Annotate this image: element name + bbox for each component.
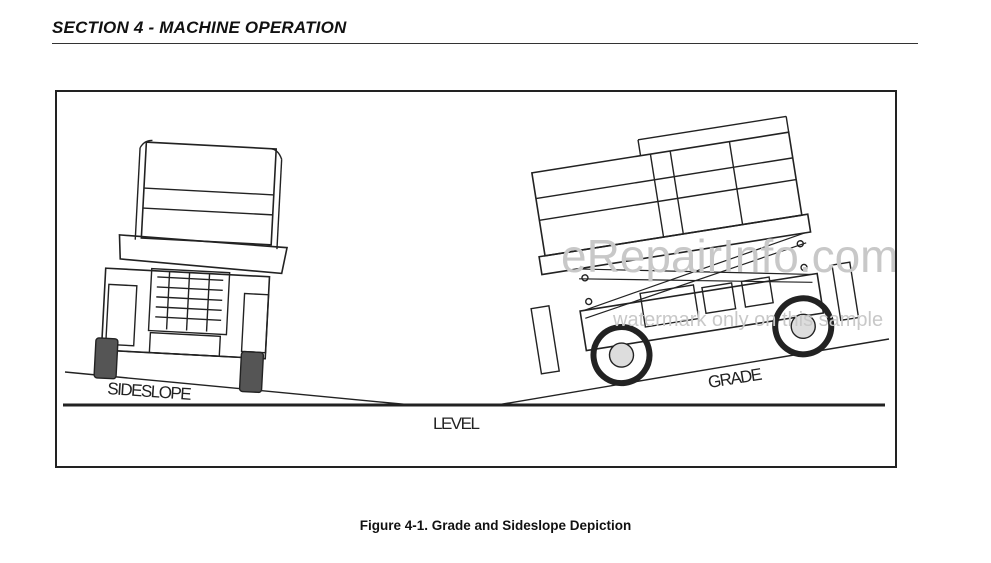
watermark-note: watermark only on this sample (612, 309, 883, 331)
watermark-logo: eRepairInfo.com (561, 230, 895, 282)
grade-machine (530, 115, 860, 387)
figure-illustration: eRepairInfo.com watermark only on this s… (63, 115, 895, 433)
sideslope-line (64, 371, 413, 406)
sideslope-machine (93, 139, 289, 394)
header-rule (52, 43, 918, 44)
grade-slope-line (496, 338, 890, 406)
figure-caption: Figure 4-1. Grade and Sideslope Depictio… (359, 518, 632, 533)
section-header: SECTION 4 - MACHINE OPERATION (52, 18, 347, 37)
figure-frame: eRepairInfo.com watermark only on this s… (55, 90, 897, 468)
label-level: LEVEL (433, 414, 479, 433)
